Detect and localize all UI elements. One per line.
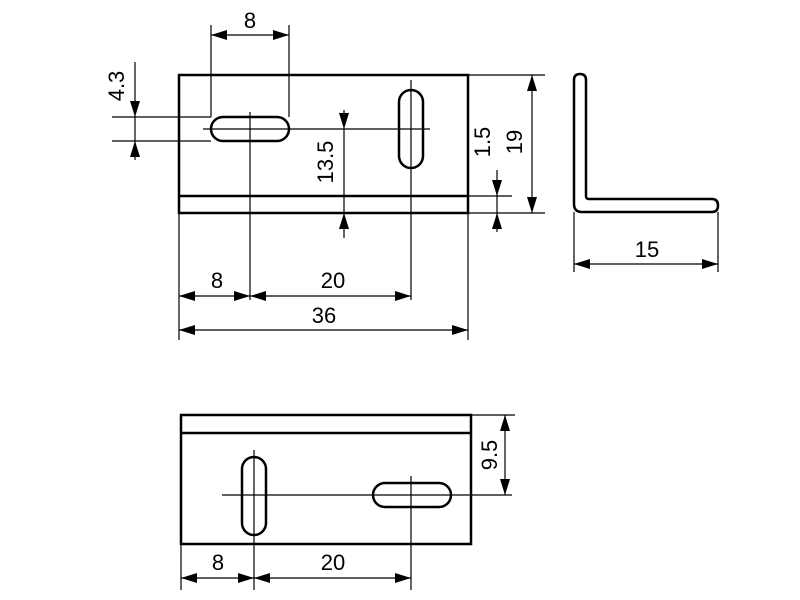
dim-bottom-slot-offset: 9.5 <box>471 414 515 495</box>
dim-slot-spacing-label: 20 <box>321 268 345 293</box>
dim-bottom-slot-offset-label: 9.5 <box>477 440 502 471</box>
dim-slot-length-label: 8 <box>244 8 256 33</box>
dim-slot-offset-vertical: 4.3 <box>104 62 211 160</box>
dim-bottom-left-offset-label: 8 <box>212 550 224 575</box>
dim-bottom-slot-spacing-label: 20 <box>321 550 345 575</box>
dim-bottom-left-offset: 8 <box>180 544 254 590</box>
bottom-view <box>179 413 512 590</box>
front-view <box>177 73 470 300</box>
side-view-profile <box>572 72 720 214</box>
dim-height: 19 <box>468 74 545 213</box>
dim-total-length-label: 36 <box>312 303 336 328</box>
dim-thickness-label: 1.5 <box>470 127 495 158</box>
front-view-outline <box>177 73 470 215</box>
dim-slot-to-bend-label: 13.5 <box>313 141 338 184</box>
side-view <box>572 72 720 214</box>
dim-slot-spacing: 20 <box>250 268 411 301</box>
dim-slot-to-bend: 13.5 <box>313 110 349 238</box>
dim-slot-offset-vertical-label: 4.3 <box>104 71 129 102</box>
dim-flange-width-label: 15 <box>635 237 659 262</box>
bottom-view-outline <box>179 413 473 546</box>
dim-flange-width: 15 <box>573 212 719 272</box>
dim-total-length: 36 <box>179 213 469 340</box>
dim-bottom-slot-spacing: 20 <box>254 550 411 583</box>
dim-slot-length: 8 <box>210 8 290 117</box>
dim-left-offset: 8 <box>178 213 250 340</box>
dim-height-label: 19 <box>502 130 527 154</box>
dim-left-offset-label: 8 <box>211 268 223 293</box>
